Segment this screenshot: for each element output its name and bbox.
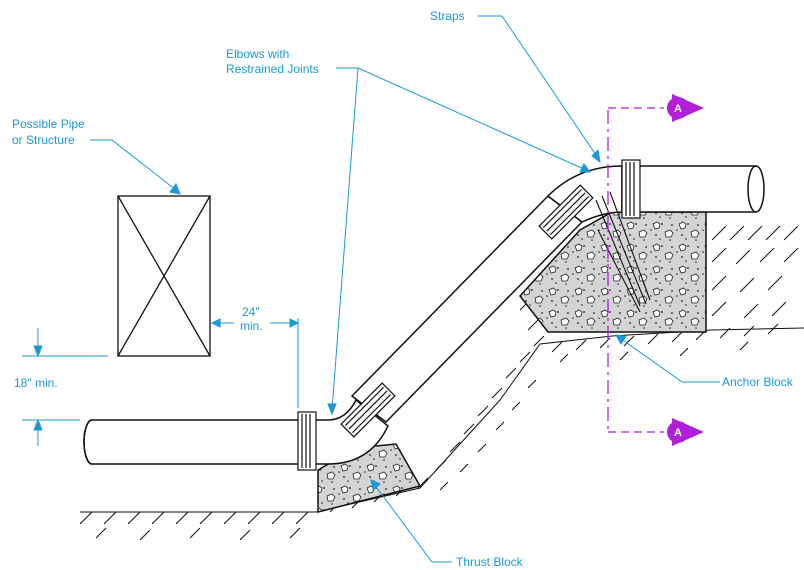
- straps: [595, 191, 651, 313]
- joint-upper-horizontal: [621, 159, 641, 219]
- straps-label: Straps: [430, 9, 465, 23]
- leader-lines: [90, 15, 720, 563]
- section-line-a: [607, 107, 664, 433]
- anchor-block-label: Anchor Block: [722, 375, 794, 389]
- elbows-label-line2: Restrained Joints: [226, 62, 319, 76]
- dimension-lines: [22, 318, 300, 446]
- elbows-label-line1: Elbows with: [226, 47, 289, 61]
- section-label-top: A: [674, 103, 682, 115]
- section-marker-top: A: [667, 94, 704, 122]
- dimension-18-label: 18" min.: [14, 376, 58, 390]
- dimension-24-label-line2: min.: [240, 319, 263, 333]
- joint-lower-horizontal: [297, 411, 317, 471]
- lower-horizontal-pipe: [83, 419, 301, 465]
- upper-horizontal-pipe: [621, 165, 765, 213]
- thrust-block-label: Thrust Block: [456, 555, 524, 569]
- section-marker-bottom: A: [667, 418, 704, 446]
- possible-structure-box: [117, 195, 211, 357]
- section-label-bottom: A: [674, 427, 682, 439]
- pipe-run: [83, 165, 765, 465]
- possible-structure-label-line1: Possible Pipe: [12, 117, 85, 131]
- possible-structure-label-line2: or Structure: [12, 133, 75, 147]
- dimension-24-label-line1: 24": [242, 305, 260, 319]
- restrained-joints: [297, 159, 641, 471]
